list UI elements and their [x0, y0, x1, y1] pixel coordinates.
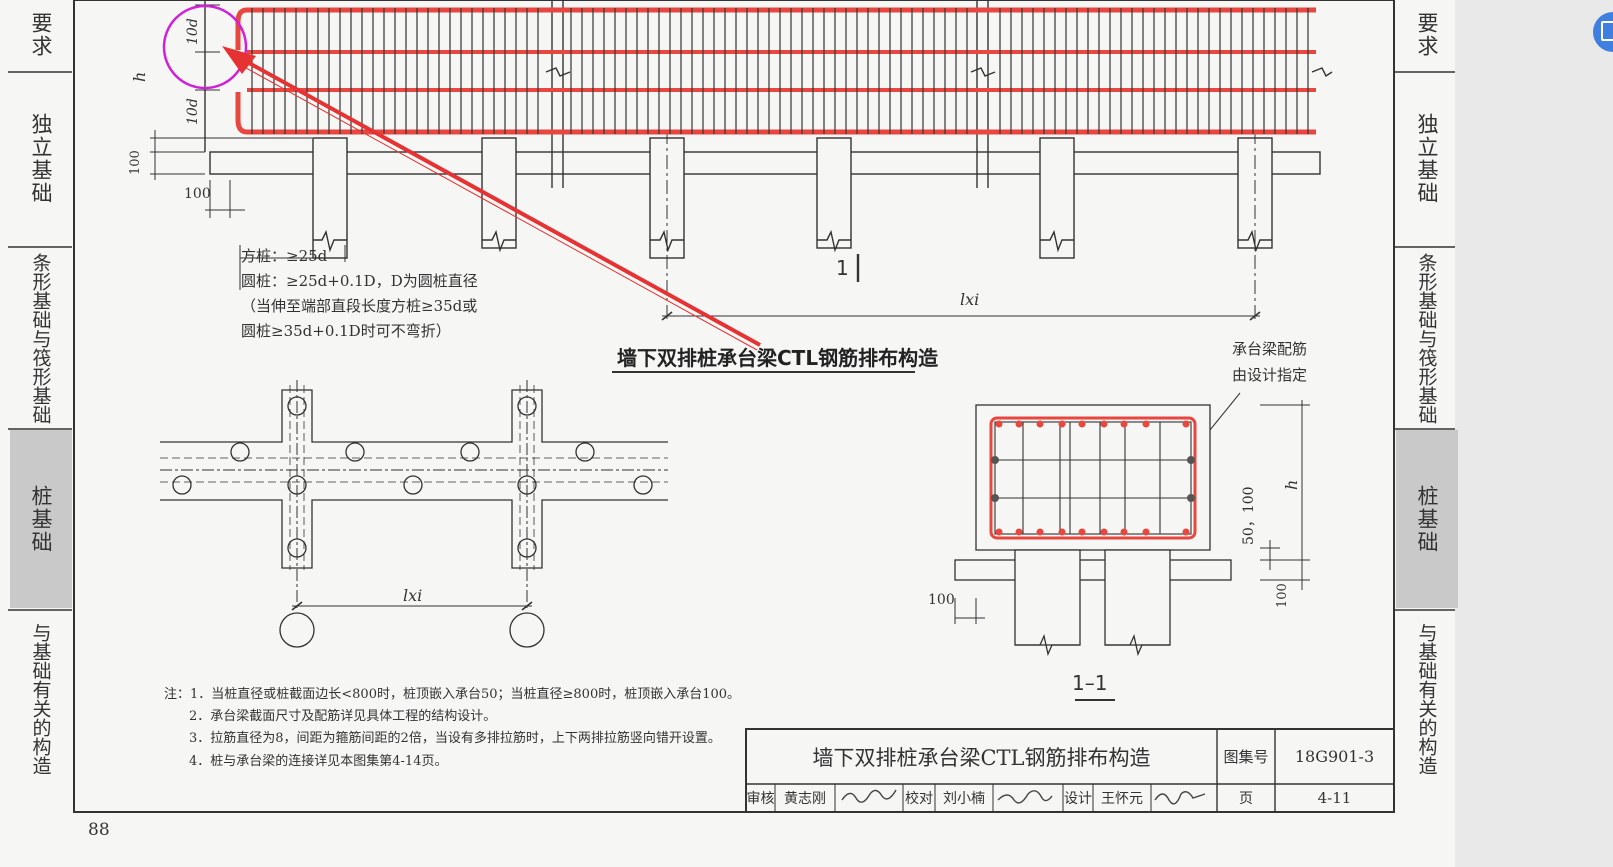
atlas-label: 图集号	[1223, 748, 1269, 766]
dim-h-elevation: h	[130, 71, 149, 82]
break-symbol	[1311, 67, 1333, 78]
break-line	[1238, 229, 1272, 253]
structural-drawing	[8, 0, 1455, 813]
rebar-dot	[1078, 528, 1086, 536]
review-label: 审核	[746, 791, 775, 807]
rebar-dot	[1078, 420, 1086, 428]
elevation-span-label: lxi	[960, 290, 980, 309]
page-value: 4-11	[1317, 789, 1352, 807]
section-dim-h: h	[1282, 479, 1301, 490]
annotation-arrow-head	[222, 46, 256, 74]
section-note-line2: 由设计指定	[1232, 366, 1308, 384]
pile-cap-slab	[209, 151, 1321, 175]
side-tab-isolated-foundation[interactable]: 独立基础	[29, 113, 53, 205]
section-dim-100-horizontal: 100	[928, 592, 955, 608]
side-tab-requirements[interactable]: 要求	[29, 12, 53, 58]
reviewer-name: 黄志刚	[784, 791, 826, 807]
rebar-dot	[1015, 420, 1023, 428]
rebar-dot	[995, 528, 1003, 536]
side-tab-foundation-details-right[interactable]: 与基础有关的构造	[1415, 622, 1438, 775]
checker-name: 刘小楠	[943, 791, 985, 807]
rebar-dot	[995, 420, 1003, 428]
atlas-number: 18G901-3	[1294, 747, 1375, 766]
break-line	[313, 229, 347, 253]
section-mark-label: 1	[836, 256, 849, 280]
dim-10d-top: 10d	[185, 18, 201, 45]
break-symbol	[545, 67, 571, 77]
section-note-line1: 承台梁配筋	[1232, 340, 1308, 358]
rebar-dot	[1015, 528, 1023, 536]
dim-10d-bottom: 10d	[185, 98, 201, 125]
rebar-dot	[1100, 420, 1108, 428]
signature-checker	[997, 790, 1053, 804]
page-label: 页	[1239, 791, 1253, 807]
title-block-title: 墙下双排桩承台梁CTL钢筋排布构造	[812, 745, 1151, 770]
plan-span-label: lxi	[403, 586, 423, 605]
rebar-dot	[1120, 528, 1128, 536]
title-block	[745, 728, 1395, 813]
plan-view	[160, 380, 668, 648]
document-icon	[1601, 21, 1613, 41]
side-tab-requirements-right[interactable]: 要求	[1415, 12, 1439, 58]
rebar-dot	[1100, 528, 1108, 536]
page-number: 88	[88, 820, 110, 840]
section-1-1	[954, 392, 1310, 701]
note-4: 4．桩与承台梁的连接详见本图集第4-14页。	[189, 754, 448, 769]
section-rebar	[989, 416, 1197, 540]
anchorage-note-2: 圆桩：≥25d+0.1D，D为圆桩直径	[241, 272, 478, 290]
rebar-dot	[1142, 528, 1150, 536]
break-line	[1040, 229, 1074, 253]
elevation-piles	[312, 137, 1273, 259]
dim-100-horizontal: 100	[184, 186, 211, 202]
anchorage-note-4: 圆桩≥35d+0.1D时可不弯折）	[241, 322, 451, 340]
rebar-dot	[1120, 420, 1128, 428]
section-label: 1–1	[1072, 671, 1108, 695]
side-tab-strip-raft-foundation-right[interactable]: 条形基础与筏形基础	[1415, 252, 1438, 424]
section-dim-50-100: 50，100	[1241, 486, 1257, 545]
signature-reviewer	[841, 789, 897, 803]
annotation-arrow	[239, 56, 761, 347]
rebar-dot	[1142, 420, 1150, 428]
break-symbol	[970, 67, 996, 77]
document-page: 要求 独立基础 条形基础与筏形基础 桩基础 与基础有关的构造 要求 独立基础 条…	[0, 0, 1458, 867]
break-line	[650, 229, 684, 253]
note-1: 注：1．当桩直径或桩截面边长<800时，桩顶嵌入承台50；当桩直径≥800时，桩…	[164, 687, 741, 702]
anchorage-note-1: 方桩：≥25d	[241, 247, 328, 265]
section-dim-100-vertical: 100	[1275, 583, 1290, 608]
drawing-title: 墙下双排桩承台梁CTL钢筋排布构造	[617, 346, 939, 370]
rebar-dot	[1182, 420, 1190, 428]
anchorage-note-3: （当伸至端部直段长度方桩≥35d或	[241, 297, 478, 315]
signature-designer	[1154, 791, 1206, 805]
rebar-dot	[1036, 528, 1044, 536]
designer-name: 王怀元	[1101, 791, 1143, 807]
floating-tool-button[interactable]	[1593, 12, 1613, 52]
side-tab-strip-raft-foundation[interactable]: 条形基础与筏形基础	[29, 252, 52, 424]
design-label: 设计	[1064, 791, 1092, 807]
break-line	[482, 229, 516, 253]
check-label: 校对	[905, 791, 933, 807]
dim-100-vertical: 100	[128, 150, 143, 175]
rebar-dot	[1058, 420, 1066, 428]
note-2: 2．承台梁截面尺寸及配筋详见具体工程的结构设计。	[189, 709, 497, 724]
side-tab-foundation-details[interactable]: 与基础有关的构造	[29, 622, 52, 775]
side-tab-isolated-foundation-right[interactable]: 独立基础	[1415, 113, 1439, 205]
note-3: 3．拉筋直径为8，间距为箍筋间距的2倍，当设有多排拉筋时，上下两排拉筋竖向错开设…	[189, 731, 721, 746]
rebar-dot	[1182, 528, 1190, 536]
break-line	[817, 229, 851, 253]
rebar-dot	[1058, 528, 1066, 536]
annotation-circle	[162, 4, 248, 90]
side-tab-pile-foundation[interactable]: 桩基础	[10, 430, 72, 608]
rebar-cage-elevation	[235, 7, 1316, 135]
side-tab-pile-foundation-right[interactable]: 桩基础	[1396, 430, 1458, 608]
rebar-dot	[1036, 420, 1044, 428]
title-block-cells	[774, 784, 1152, 812]
